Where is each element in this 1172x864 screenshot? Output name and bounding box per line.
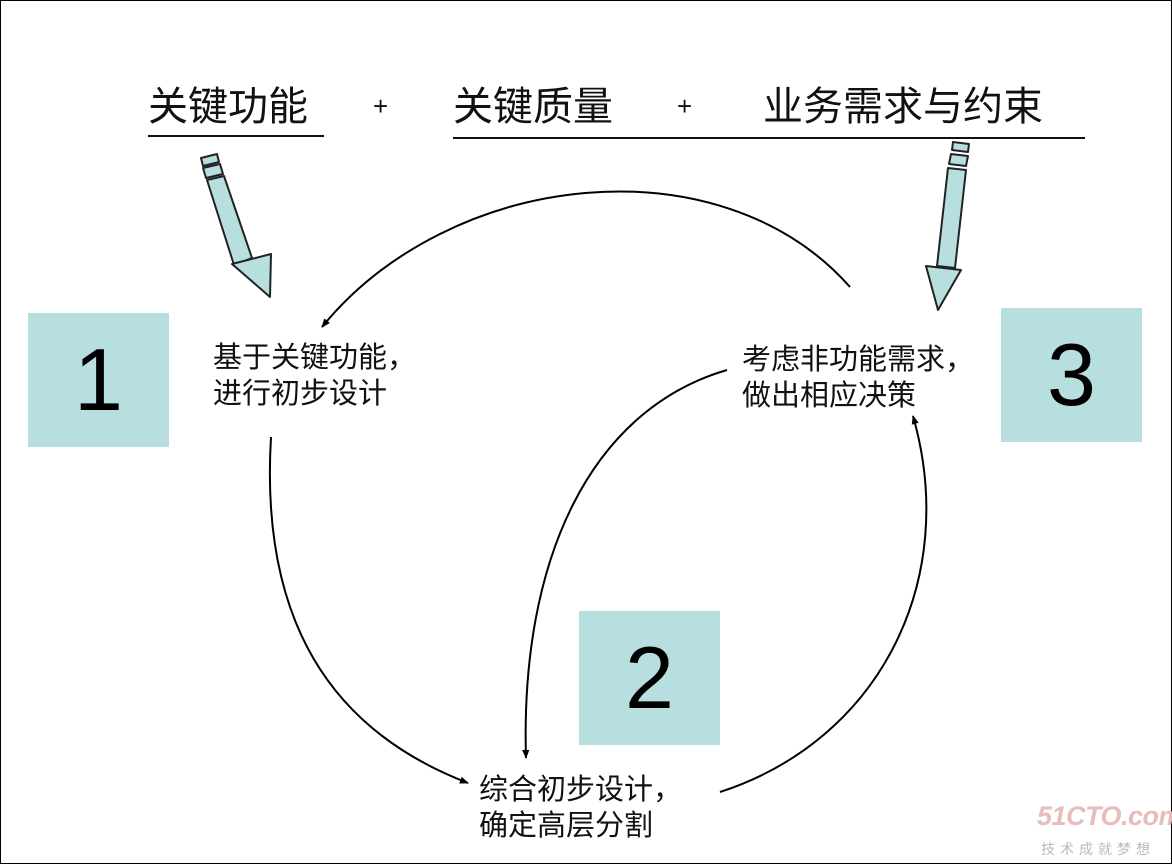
pencil-arrow-icon (200, 153, 272, 298)
plus-sign-1: + (373, 91, 389, 121)
step-1-line-1: 基于关键功能， (213, 340, 417, 374)
watermark-logo: 51CTO.com (1037, 801, 1172, 831)
header-key-functions: 关键功能 (148, 84, 308, 130)
step-1-line-2: 进行初步设计 (213, 376, 388, 410)
step-text-2: 综合初步设计， 确定高层分割 (479, 771, 682, 843)
header-underline-2 (453, 137, 1085, 139)
step-number-3: 3 (1047, 325, 1096, 424)
step-text-1: 基于关键功能， 进行初步设计 (213, 339, 416, 411)
watermark-tagline: 技术成就梦想 (1041, 842, 1155, 858)
header-underline-1 (148, 135, 324, 137)
step-3-line-2: 做出相应决策 (742, 378, 917, 412)
pencil-arrow-icon (925, 141, 970, 311)
step-2-line-2: 确定高层分割 (479, 808, 654, 842)
step-number-1: 1 (74, 330, 123, 429)
step-number-box-2: 2 (579, 611, 720, 745)
step-number-box-3: 3 (1001, 308, 1142, 442)
header-business-requirements: 业务需求与约束 (763, 84, 1043, 130)
header-key-quality: 关键质量 (453, 84, 613, 130)
curved-arrow (268, 436, 469, 784)
step-text-3: 考虑非功能需求， 做出相应决策 (742, 341, 974, 413)
plus-sign-2: + (677, 91, 693, 121)
step-number-box-1: 1 (28, 313, 169, 447)
step-3-line-1: 考虑非功能需求， (742, 342, 975, 376)
curved-arrow (321, 190, 851, 328)
step-number-2: 2 (625, 628, 674, 727)
curved-arrow (522, 369, 728, 759)
step-2-line-1: 综合初步设计， (479, 772, 683, 806)
curved-arrow (719, 415, 928, 793)
